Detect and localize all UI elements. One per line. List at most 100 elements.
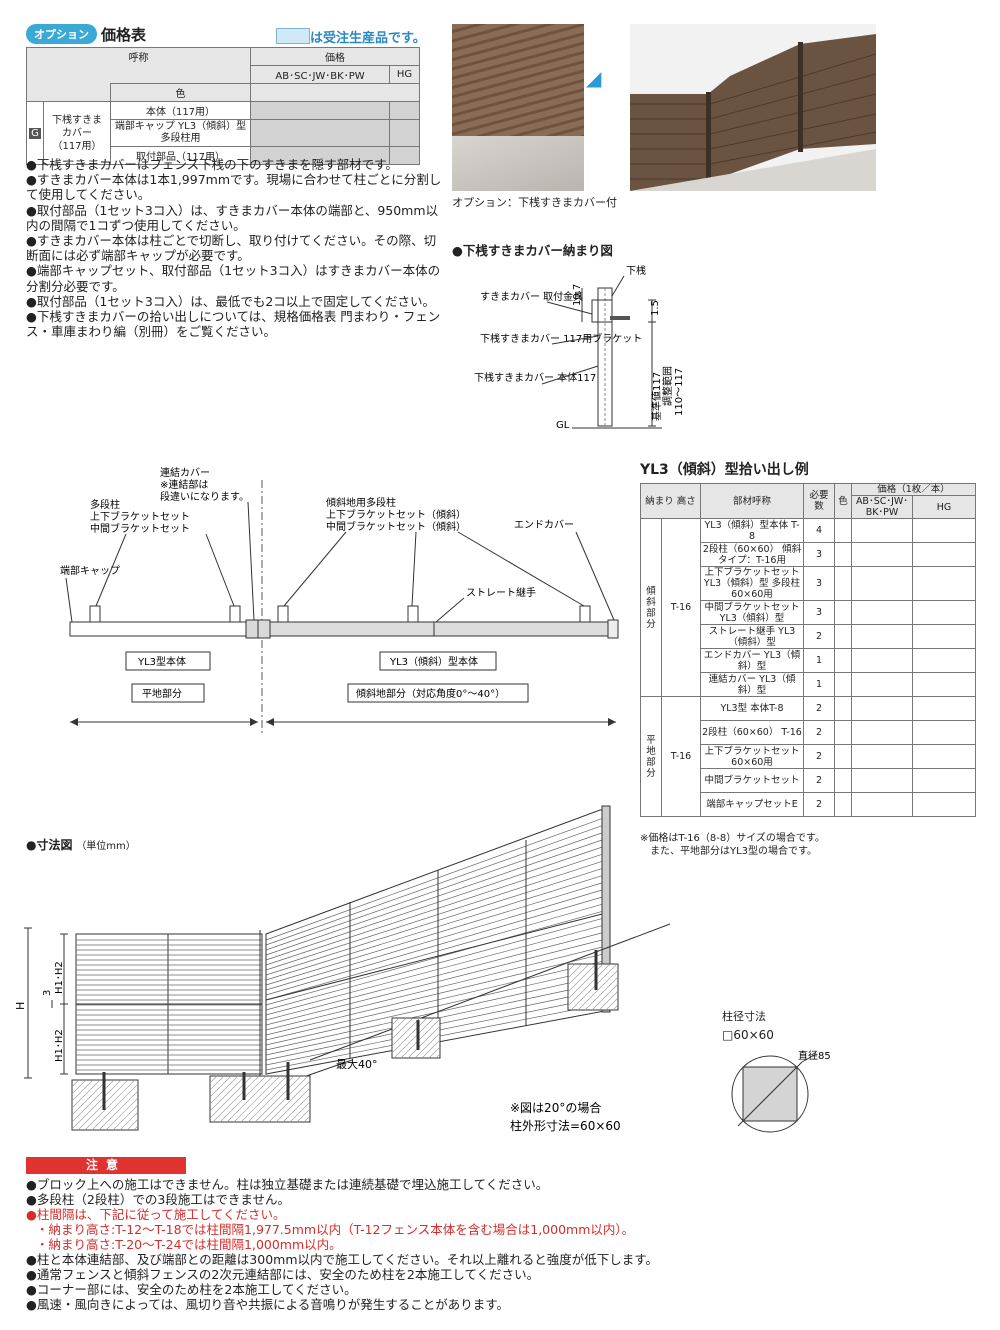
yl-color-cell (834, 672, 852, 697)
label-joge-k: 上下ブラケットセット（傾斜） (326, 508, 466, 521)
yl-group-height: T-16 (661, 518, 701, 697)
dim-10-7: 10.7 (572, 284, 583, 306)
col-price: 価格 (250, 47, 420, 66)
fence-photo (630, 24, 877, 191)
yl-part: 2段柱（60×60） T-16 (700, 720, 804, 745)
yl-qty: 2 (803, 624, 835, 649)
fence-photo-drawing (630, 34, 877, 191)
yl-part: YL3型 本体T-8 (700, 696, 804, 721)
section-diagram: 1.5 10.7 基準値117 調整範囲 110～117 下桟 すきまカバー 取… (474, 264, 685, 431)
yl-h-color: 色 (834, 483, 852, 519)
label-bracket: 下桟すきまカバー 117用ブラケット (480, 332, 642, 345)
yl-color-cell (834, 720, 852, 745)
yl-part: 連結カバー YL3（傾斜）型 (700, 672, 804, 697)
yl-price-ab (851, 768, 913, 793)
yl-qty: 3 (803, 542, 835, 567)
yl-h-price: 価格（1枚／本） (851, 483, 976, 496)
yl-qty: 1 (803, 648, 835, 673)
range-3: 110～117 (674, 368, 685, 416)
caution-item: ●多段柱（2段柱）での3段施工はできません。 (26, 1192, 290, 1207)
yl-part: 上下ブラケットセット 60×60用 (700, 744, 804, 769)
yl-group-label: 傾斜 部分 (640, 518, 662, 697)
caution-item: ●ブロック上への施工はできません。柱は独立基礎または連続基礎で埋込施工してくださ… (26, 1177, 549, 1192)
yl-price-ab (851, 720, 913, 745)
label-renketsu-note1: ※連結部は (160, 478, 208, 491)
label-end: エンドカバー (514, 519, 574, 531)
label-yl3: YL3型本体 (137, 655, 186, 668)
yl-qty: 2 (803, 744, 835, 769)
yl-qty: 2 (803, 792, 835, 817)
section-diagram-title: ●下桟すきまカバー納まり図 (452, 243, 613, 258)
caution-label: 注意 (26, 1157, 186, 1174)
dim-h1h2-lower: H1･H2 (54, 1029, 65, 1062)
yl-price-hg (912, 696, 976, 721)
yl-color-cell (834, 600, 852, 625)
dim-title: ●寸法図 (26, 838, 73, 852)
label-renketsu-note2: 段違いになります。 (160, 490, 249, 503)
yl-qty: 3 (803, 566, 835, 601)
yl-notes: ※価格はT-16（8-8）サイズの場合です。 また、平地部分はYL3型の場合です… (640, 832, 825, 858)
note-item: ●すきまカバー本体は柱ごとで切断し、取り付けてください。その際、切断面には必ず端… (26, 233, 437, 264)
yl-price-hg (912, 648, 976, 673)
yl-price-ab (851, 566, 913, 601)
caution-item: ●柱間隔は、下記に従って施工してください。 (26, 1207, 286, 1222)
caution-item: ・納まり高さ:T-20～T-24では柱間隔1,000mm以内。 (36, 1237, 342, 1252)
yl-price-hg (912, 792, 976, 817)
yl-color-cell (834, 792, 852, 817)
yl-price-hg (912, 518, 976, 543)
yl-color-cell (834, 696, 852, 721)
dim-unit: （単位mm） (76, 841, 136, 852)
caution-item: ●コーナー部には、安全のため柱を2本施工してください。 (26, 1282, 357, 1297)
yl-price-hg (912, 672, 976, 697)
yl-price-ab (851, 696, 913, 721)
yl-price-hg (912, 624, 976, 649)
note-item: ●下桟すきまカバーの拾い出しについては、規格価格表 門まわり・フェンス・車庫まわ… (26, 309, 441, 340)
layout-diagram: 連結カバー ※連結部は 段違いになります。 多段柱 上下ブラケットセット 中間ブ… (60, 466, 619, 735)
note-item: ●取付部品（1セット3コ入）は、最低でも2コ以上で固定してください。 (26, 293, 436, 309)
post-section-diagram: 直径85 (731, 1049, 831, 1133)
yl-part: 中間ブラケットセット YL3（傾斜）型 (700, 600, 804, 625)
bottom-rail (591, 299, 613, 323)
price-header: オプション 価格表 (26, 22, 146, 46)
price-table: 呼称 価格 AB･SC･JW･BK･PW HG 色 G 下桟すきま カバー （1… (26, 47, 420, 165)
yl-h-qty: 必要数 (803, 483, 835, 519)
yl-price-hg (912, 542, 976, 567)
yl-note-1: ※価格はT-16（8-8）サイズの場合です。 (640, 833, 825, 844)
post-title: 柱径寸法 (722, 1010, 766, 1023)
dim-h1h2-upper: H1･H2 (54, 961, 65, 994)
yl-part: YL3（傾斜）型本体 T-8 (700, 518, 804, 543)
dim-note-2: 柱外形寸法=60×60 (510, 1118, 621, 1133)
item-2: 端部キャップ YL3（傾斜）型 多段柱用 (110, 119, 251, 147)
dim-h: H (14, 1002, 27, 1010)
label-shitasan: 下桟 (626, 264, 646, 277)
label-tanbu: 端部キャップ (60, 564, 120, 577)
col-color: 色 (110, 83, 251, 102)
caution-item: ●風速・風向きによっては、風切り音や共振による音鳴りが発生することがあります。 (26, 1297, 510, 1312)
yl-qty: 4 (803, 518, 835, 543)
label-keishachi: 傾斜地部分（対応角度0°～40°） (356, 687, 505, 700)
yl-h-hg: HG (912, 495, 976, 519)
label-body: 下桟すきまカバー 本体117 (474, 371, 596, 384)
yl-price-ab (851, 624, 913, 649)
yl-price-hg (912, 720, 976, 745)
yl-color-cell (834, 768, 852, 793)
range-2: 調整範囲 (661, 366, 674, 406)
note-item: ●すきまカバー本体は1本1,997mmです。現場に合わせて柱ごとに分割して使用し… (26, 172, 442, 203)
caution-item: ●通常フェンスと傾斜フェンスの2次元連結部には、安全のため柱を2本施工してくださ… (26, 1267, 540, 1282)
row-name: 下桟すきま カバー （117用） (43, 101, 111, 165)
yl-group-label: 平地 部分 (640, 696, 662, 817)
yl-price-hg (912, 600, 976, 625)
yl-table-title: YL3（傾斜）型拾い出し例 (640, 462, 809, 478)
label-yl3k: YL3（傾斜）型本体 (389, 655, 478, 668)
row-code: G (29, 127, 41, 139)
yl-price-ab (851, 518, 913, 543)
dim-title-row: ●寸法図 （単位mm） (26, 836, 136, 853)
row-code-cell: G (26, 101, 44, 165)
yl-price-ab (851, 744, 913, 769)
note-item: ●下桟すきまカバーはフェンス下桟の下のすきまを隠す部材です。 (26, 157, 398, 172)
yl-color-cell (834, 566, 852, 601)
yl-part: ストレート継手 YL3（傾斜）型 (700, 624, 804, 649)
legend-text: は受注生産品です。 (310, 31, 426, 46)
